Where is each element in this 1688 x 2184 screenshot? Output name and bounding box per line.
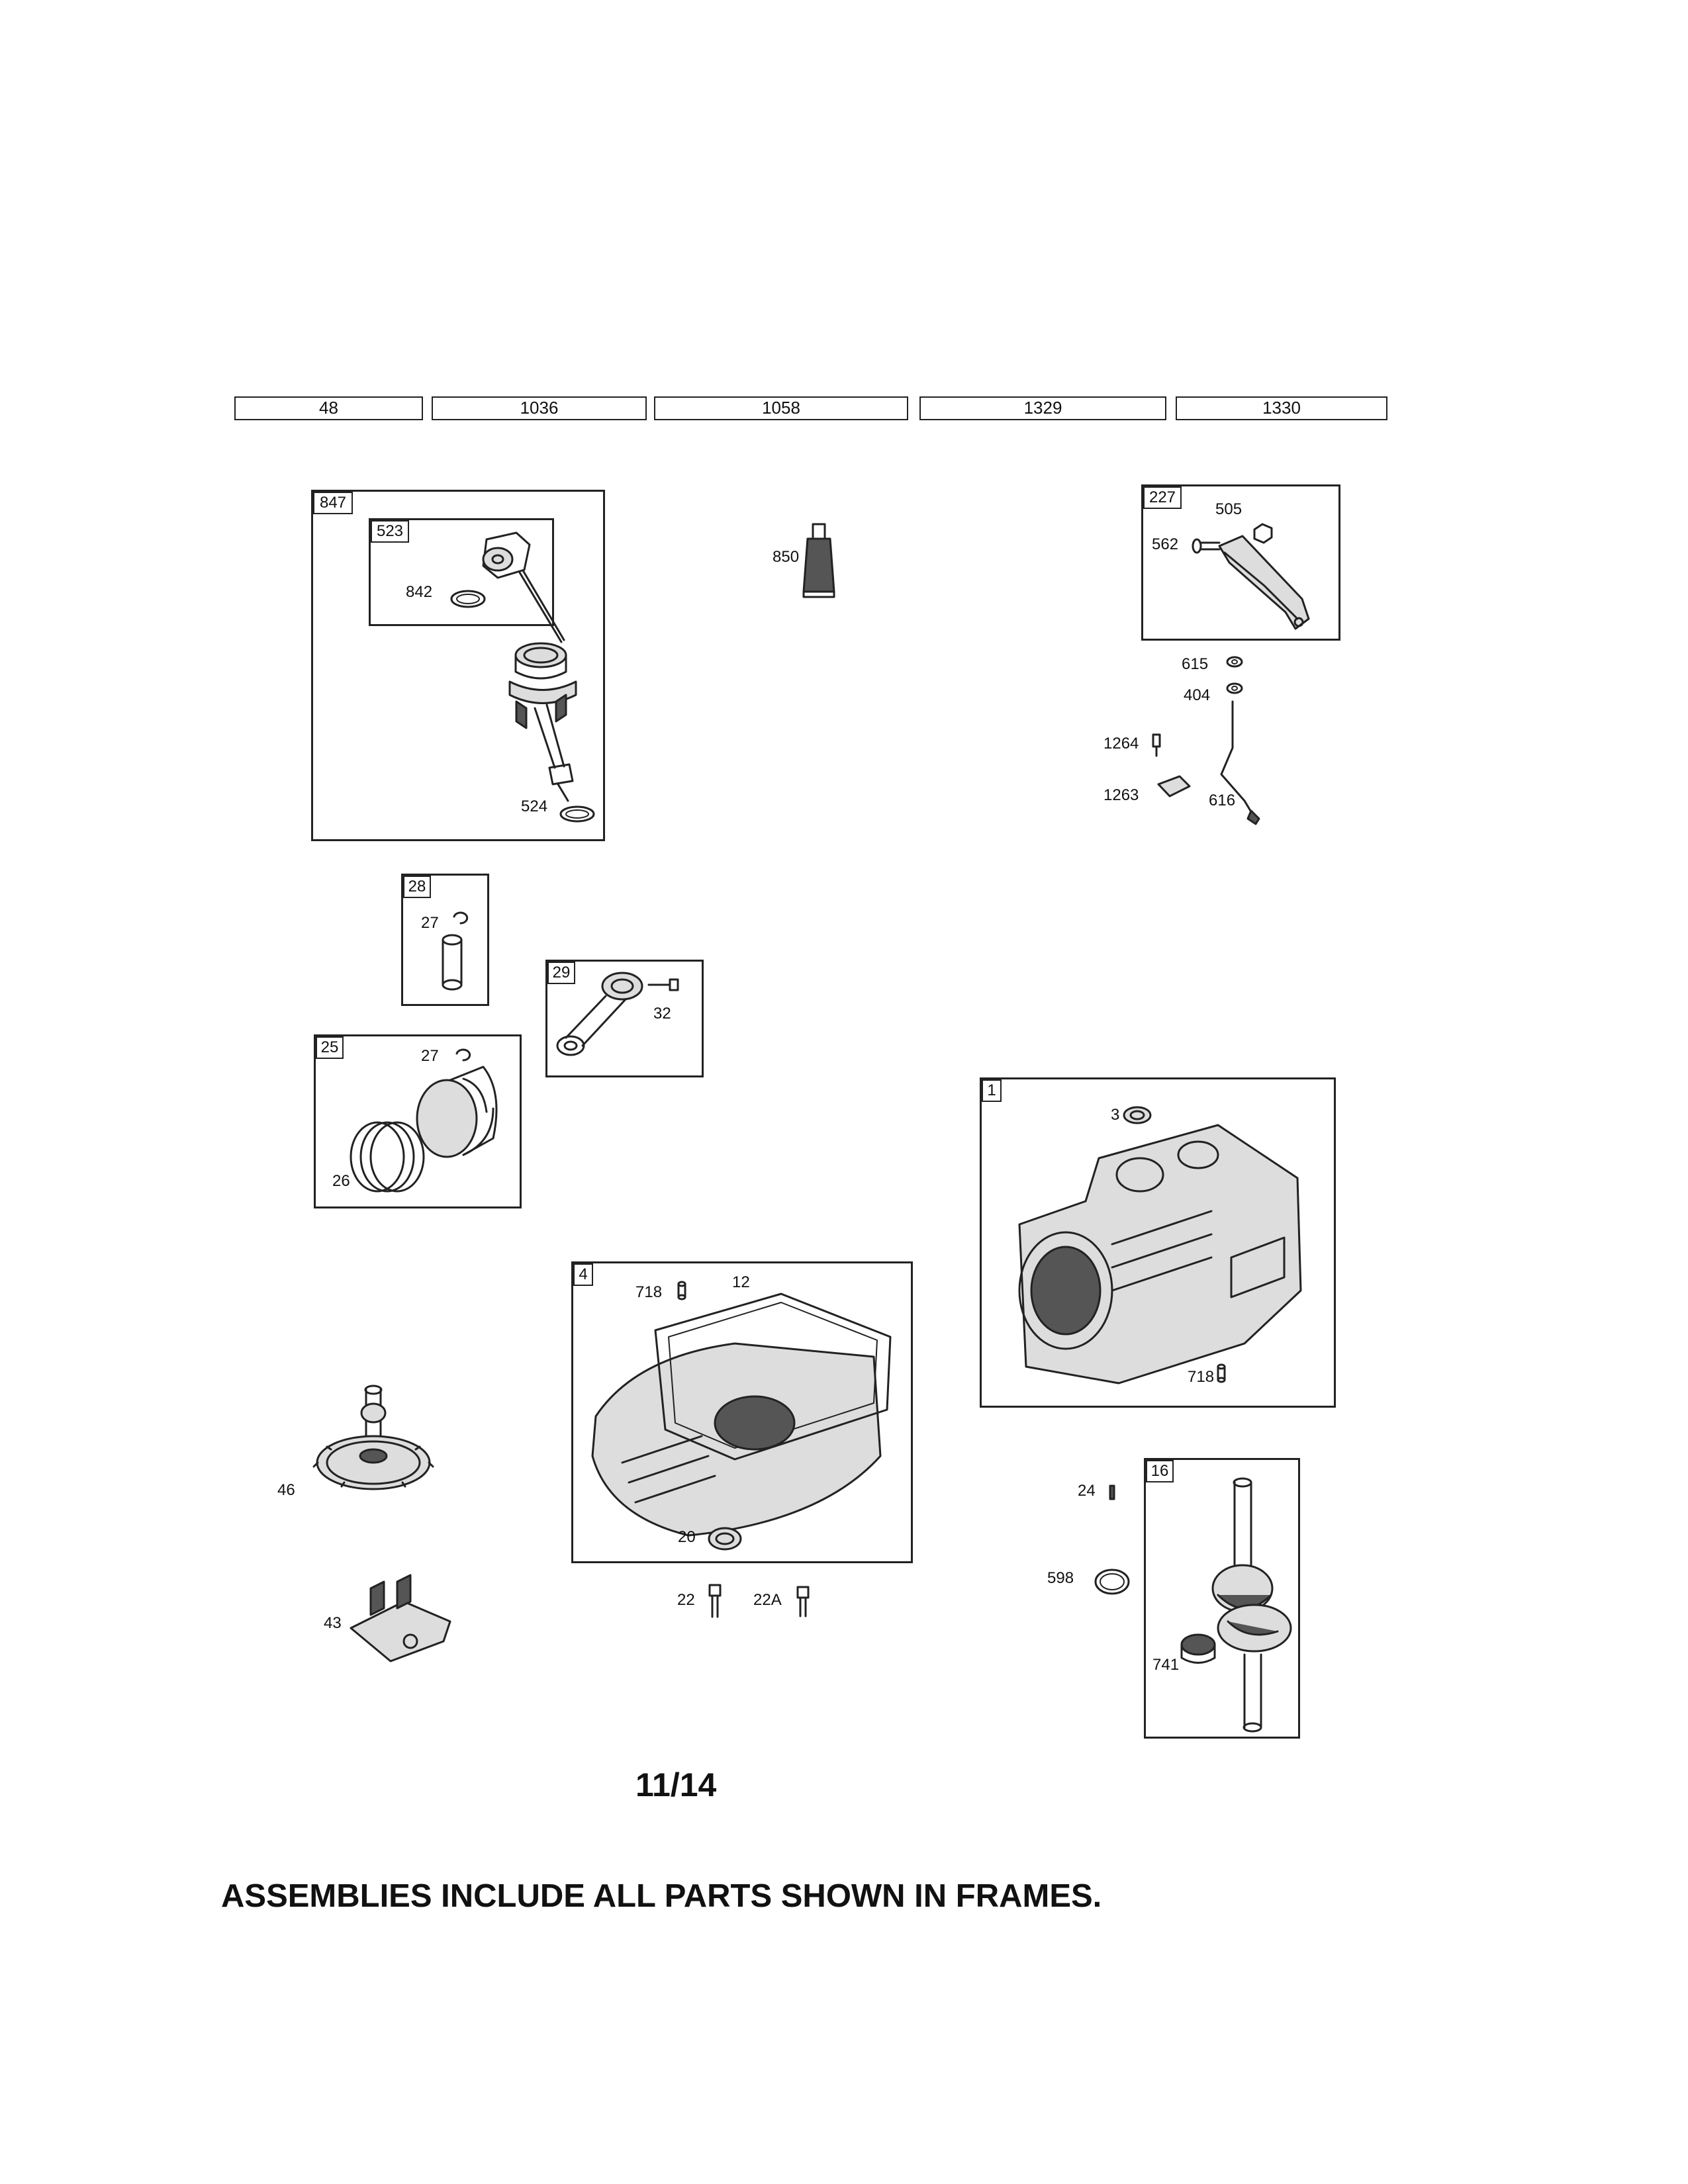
assembly-frame-16 — [1144, 1458, 1300, 1739]
part-label-404: 404 — [1184, 686, 1211, 704]
model-box-1036: 1036 — [432, 396, 647, 420]
washer-615-drawing — [1226, 656, 1243, 668]
piston-drawing — [416, 1066, 498, 1158]
mechanism-43-drawing — [350, 1574, 451, 1662]
part-label-850: 850 — [773, 548, 800, 566]
frame-tag-847: 847 — [313, 492, 353, 514]
governor-rod-616-drawing — [1220, 700, 1256, 819]
part-label-12: 12 — [732, 1273, 750, 1291]
part-label-718-sump: 718 — [635, 1283, 663, 1301]
page-number: 11/14 — [635, 1766, 717, 1803]
frame-tag-4: 4 — [573, 1263, 593, 1286]
frame-tag-29: 29 — [547, 962, 575, 984]
part-label-32: 32 — [653, 1005, 671, 1023]
part-label-43: 43 — [324, 1614, 342, 1632]
crankshaft-drawing — [1211, 1477, 1292, 1733]
assembly-frame-523 — [369, 518, 554, 626]
assembly-frame-4 — [571, 1261, 913, 1563]
connecting-rod-drawing — [556, 972, 643, 1056]
part-label-741: 741 — [1152, 1656, 1180, 1674]
bracket-1263-drawing — [1157, 775, 1191, 797]
frame-tag-28: 28 — [403, 876, 431, 898]
part-label-27-piston: 27 — [421, 1047, 439, 1065]
timing-gear-741-drawing — [1180, 1633, 1216, 1664]
dowel-718b-drawing — [1217, 1363, 1226, 1383]
piston-pin-drawing — [442, 934, 463, 991]
part-label-505: 505 — [1215, 500, 1243, 518]
part-label-24: 24 — [1078, 1482, 1096, 1500]
key-24-drawing — [1109, 1484, 1115, 1500]
part-label-524: 524 — [521, 797, 548, 815]
part-label-616: 616 — [1209, 792, 1236, 809]
model-box-48: 48 — [234, 396, 423, 420]
part-label-615: 615 — [1182, 655, 1209, 673]
frame-tag-25: 25 — [316, 1036, 344, 1059]
part-label-1264: 1264 — [1103, 735, 1139, 752]
model-box-1329: 1329 — [919, 396, 1166, 420]
piston-rings-drawing — [350, 1121, 425, 1193]
part-label-46: 46 — [277, 1481, 295, 1499]
part-label-598: 598 — [1047, 1569, 1074, 1587]
frame-tag-1: 1 — [982, 1079, 1002, 1102]
rod-bolt-32-drawing — [647, 978, 679, 991]
sump-drawing — [591, 1293, 892, 1537]
assembly-frame-28 — [401, 874, 489, 1006]
o-ring-842-drawing — [450, 590, 486, 608]
frame-tag-523: 523 — [371, 520, 409, 543]
dipstick-tube-drawing — [508, 642, 577, 802]
retaining-clip-27b-drawing — [455, 1048, 471, 1062]
oil-seal-20-drawing — [708, 1527, 742, 1551]
governor-lever-drawing — [1218, 535, 1310, 630]
part-label-718-block: 718 — [1188, 1368, 1215, 1386]
camshaft-gear-drawing — [312, 1385, 434, 1490]
frame-tag-227: 227 — [1143, 486, 1182, 509]
part-label-20: 20 — [678, 1528, 696, 1546]
footer-note: ASSEMBLIES INCLUDE ALL PARTS SHOWN IN FR… — [221, 1878, 1102, 1914]
dipstick-cap-drawing — [482, 531, 565, 643]
part-label-27-pin: 27 — [421, 914, 439, 932]
part-label-1263: 1263 — [1103, 786, 1139, 804]
seal-598-drawing — [1094, 1569, 1130, 1595]
sealant-tube-drawing — [802, 523, 835, 598]
assembly-frame-227 — [1141, 484, 1340, 641]
o-ring-524-drawing — [559, 805, 595, 823]
assembly-frame-29 — [545, 960, 704, 1077]
part-label-22: 22 — [677, 1591, 695, 1609]
bolt-22A-drawing — [796, 1586, 810, 1617]
part-label-22A: 22A — [753, 1591, 782, 1609]
assembly-frame-25 — [314, 1034, 522, 1208]
part-label-26: 26 — [332, 1172, 350, 1190]
part-label-562: 562 — [1152, 535, 1179, 553]
bolt-562-drawing — [1192, 538, 1221, 554]
screw-1264-drawing — [1152, 733, 1161, 757]
part-label-842: 842 — [406, 583, 433, 601]
part-label-3: 3 — [1111, 1106, 1120, 1124]
model-box-1058: 1058 — [654, 396, 908, 420]
model-box-1330: 1330 — [1176, 396, 1387, 420]
cylinder-block-drawing — [1018, 1106, 1302, 1385]
retaining-clip-27a-drawing — [453, 911, 469, 925]
assembly-frame-1 — [980, 1077, 1336, 1408]
bolt-22-drawing — [708, 1584, 722, 1618]
dowel-718a-drawing — [677, 1281, 686, 1300]
nut-505-drawing — [1253, 523, 1273, 544]
assembly-frame-847 — [311, 490, 605, 841]
washer-404-drawing — [1226, 682, 1243, 694]
frame-tag-16: 16 — [1146, 1460, 1174, 1482]
